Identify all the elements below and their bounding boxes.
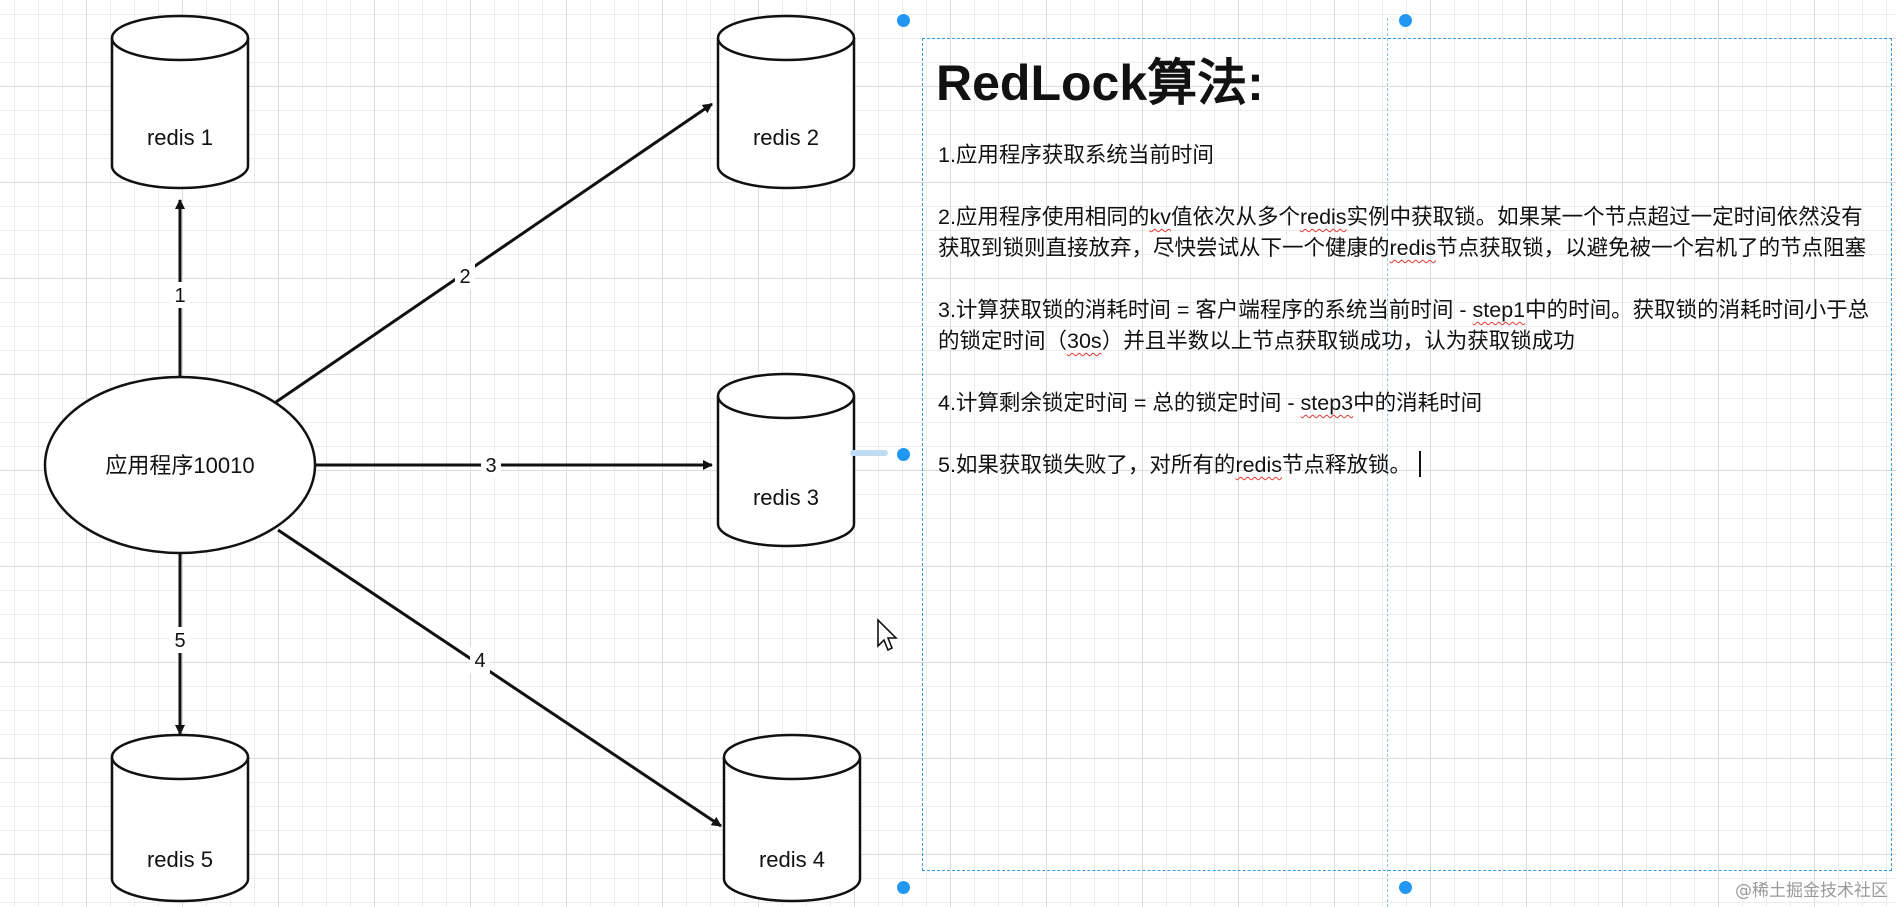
step-text: 中的时间。获取锁的消耗时间小于总的锁定时间（: [938, 298, 1870, 353]
redis-1-node[interactable]: redis 1: [110, 14, 250, 190]
step-text: 中的消耗时间: [1353, 391, 1483, 415]
redis-4-node[interactable]: redis 4: [722, 733, 862, 903]
edge-label-3: 3: [485, 455, 496, 477]
step-4: 4.计算剩余锁定时间 = 总的锁定时间 - step3中的消耗时间: [938, 388, 1884, 419]
spellcheck-word: 30s: [1067, 329, 1102, 353]
step-text: 值依次从多个: [1170, 205, 1300, 229]
redis-1-label: redis 1: [147, 125, 213, 150]
edge-label-4: 4: [474, 650, 485, 672]
edge-2-line[interactable]: [275, 102, 713, 404]
step-text: 3.计算获取锁的消耗时间 = 客户端程序的系统当前时间 -: [938, 298, 1473, 322]
spellcheck-word: redis: [1235, 453, 1283, 477]
step-3: 3.计算获取锁的消耗时间 = 客户端程序的系统当前时间 - step1中的时间。…: [938, 295, 1884, 357]
text-caret: [1419, 451, 1422, 477]
connection-hint: [850, 450, 888, 456]
edge-label-5-group: 5: [170, 627, 190, 653]
mouse-pointer-icon: [877, 618, 898, 652]
edge-label-2: 2: [459, 266, 470, 288]
spellcheck-word: step3: [1300, 391, 1354, 415]
edge-label-3-group: 3: [481, 452, 501, 478]
resize-handle-bottom-center[interactable]: [1398, 880, 1413, 895]
edge-label-5: 5: [174, 630, 185, 652]
doc-title: RedLock算法:: [936, 55, 1264, 111]
step-5: 5.如果获取锁失败了，对所有的redis节点释放锁。: [938, 450, 1884, 481]
app-node[interactable]: 应用程序10010: [43, 375, 317, 555]
edge-label-1: 1: [174, 285, 185, 307]
redis-4-label: redis 4: [759, 847, 825, 872]
spellcheck-word: redis: [1299, 205, 1347, 229]
alignment-guide: [1387, 18, 1388, 907]
step-text: 4.计算剩余锁定时间 = 总的锁定时间 -: [938, 391, 1301, 415]
redis-5-label: redis 5: [147, 847, 213, 872]
step-text: 节点获取锁，以避免被一个宕机了的节点阻塞: [1436, 236, 1867, 260]
redis-2-node[interactable]: redis 2: [716, 14, 856, 190]
edge-label-4-group: 4: [470, 647, 490, 673]
edge-label-1-group: 1: [170, 282, 190, 308]
edge-4-line[interactable]: [277, 528, 722, 828]
resize-handle-middle-left[interactable]: [896, 447, 911, 462]
redis-2-label: redis 2: [753, 125, 819, 150]
text-box-selection[interactable]: [922, 38, 1892, 871]
app-node-label: 应用程序10010: [105, 453, 254, 478]
resize-handle-top-left[interactable]: [896, 13, 911, 28]
resize-handle-top-center[interactable]: [1398, 13, 1413, 28]
redis-3-label: redis 3: [753, 485, 819, 510]
step-2: 2.应用程序使用相同的kv值依次从多个redis实例中获取锁。如果某一个节点超过…: [938, 202, 1884, 264]
redis-3-node[interactable]: redis 3: [716, 372, 856, 548]
spellcheck-word: kv: [1149, 205, 1171, 229]
redis-5-node[interactable]: redis 5: [110, 733, 250, 903]
spellcheck-word: redis: [1389, 236, 1437, 260]
resize-handle-bottom-left[interactable]: [896, 880, 911, 895]
step-text: 节点释放锁。: [1282, 453, 1412, 477]
step-text: 实例中获取锁。如果某一个节点超过一定时间依然没有获取到锁则直接放弃，尽快尝试从下…: [938, 205, 1863, 260]
watermark: @稀土掘金技术社区: [1735, 881, 1888, 901]
edge-label-2-group: 2: [455, 263, 475, 289]
spellcheck-word: step1: [1472, 298, 1526, 322]
step-text: 2.应用程序使用相同的: [938, 205, 1150, 229]
step-1: 1.应用程序获取系统当前时间: [938, 140, 1884, 171]
step-text: 5.如果获取锁失败了，对所有的: [938, 453, 1236, 477]
step-text: ）并且半数以上节点获取锁成功，认为获取锁成功: [1101, 329, 1575, 353]
text-box-content[interactable]: RedLock算法: 1.应用程序获取系统当前时间 2.应用程序使用相同的kv值依…: [934, 52, 1884, 512]
step-text: 1.应用程序获取系统当前时间: [938, 143, 1214, 167]
